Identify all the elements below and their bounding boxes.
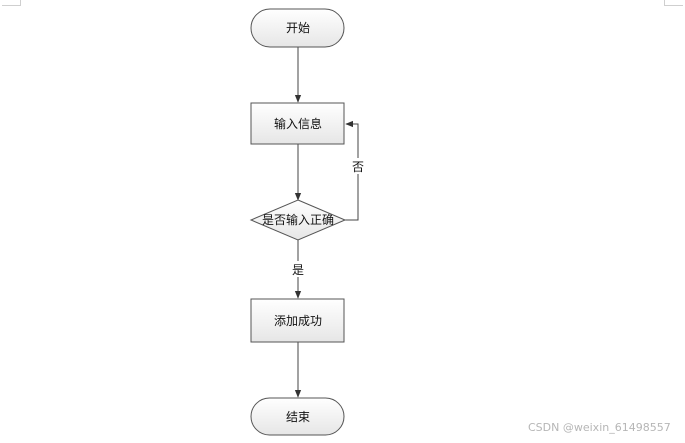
watermark-text: CSDN @weixin_61498557	[528, 421, 671, 434]
end-label: 结束	[286, 410, 310, 424]
start-label: 开始	[286, 21, 310, 35]
decision-diamond	[249, 199, 347, 241]
input-label: 输入信息	[274, 116, 322, 131]
end-terminator	[250, 397, 345, 436]
edge-label-yes: 是	[292, 263, 304, 277]
start-terminator	[250, 8, 345, 48]
success-label: 添加成功	[274, 314, 322, 328]
input-process-box	[250, 102, 345, 145]
edge-label-no: 否	[352, 160, 364, 174]
decision-label: 是否输入正确	[262, 212, 334, 227]
success-process-box	[250, 298, 345, 343]
page-corner-mark-right	[664, 0, 683, 6]
page-corner-mark-left	[2, 0, 21, 6]
